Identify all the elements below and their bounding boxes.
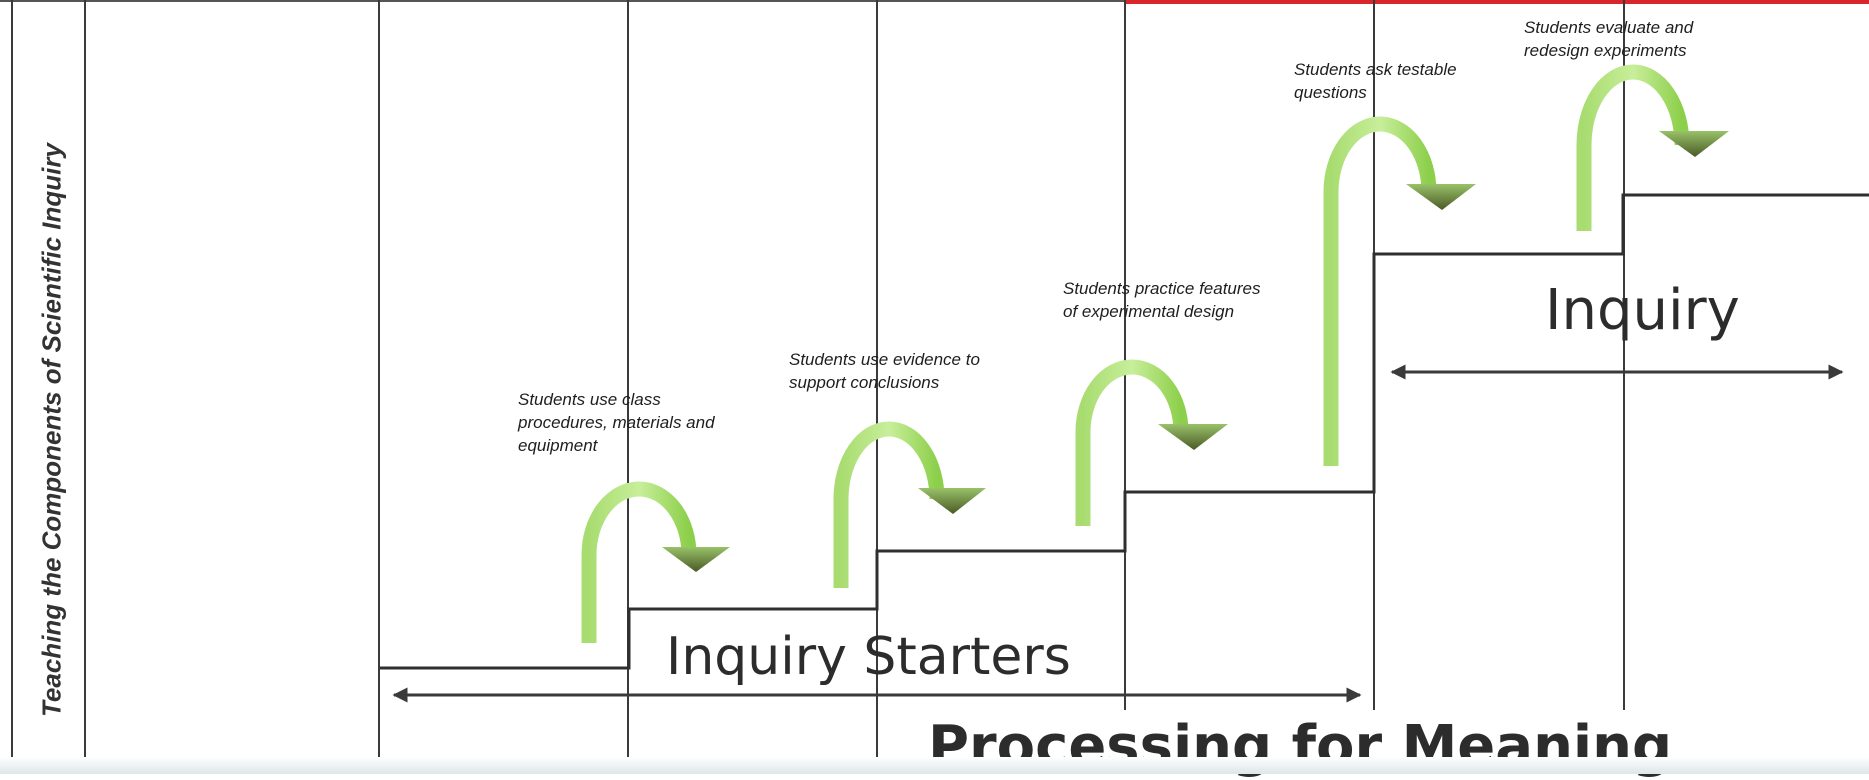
curved-arrow-5	[1576, 64, 1729, 231]
staircase-line	[380, 193, 1869, 670]
curved-arrow-4	[1323, 116, 1476, 466]
column-divider	[1124, 0, 1126, 710]
curved-arrow-2	[833, 421, 986, 588]
column-divider	[84, 0, 86, 774]
step-2-description: Students use evidence to support conclus…	[789, 350, 980, 392]
column-divider	[627, 0, 629, 774]
curved-arrow-1	[581, 481, 730, 643]
inquiry-label: Inquiry	[1545, 278, 1740, 343]
column-divider	[1623, 0, 1625, 710]
bottom-edge	[0, 757, 1869, 774]
column-divider	[378, 0, 380, 774]
step-4-description: Students ask testable questions	[1294, 60, 1457, 102]
top-border	[0, 0, 1125, 2]
red-top-strip	[1125, 0, 1869, 4]
inquiry-starters-label: Inquiry Starters	[666, 627, 1071, 687]
step-3-description: Students practice features of experiment…	[1063, 279, 1261, 321]
step-1-description: Students use class procedures, materials…	[518, 390, 715, 455]
step-5-description: Students evaluate and redesign experimen…	[1524, 18, 1694, 60]
column-divider	[11, 0, 13, 774]
curved-arrow-3	[1075, 359, 1228, 526]
column-divider	[876, 0, 878, 774]
